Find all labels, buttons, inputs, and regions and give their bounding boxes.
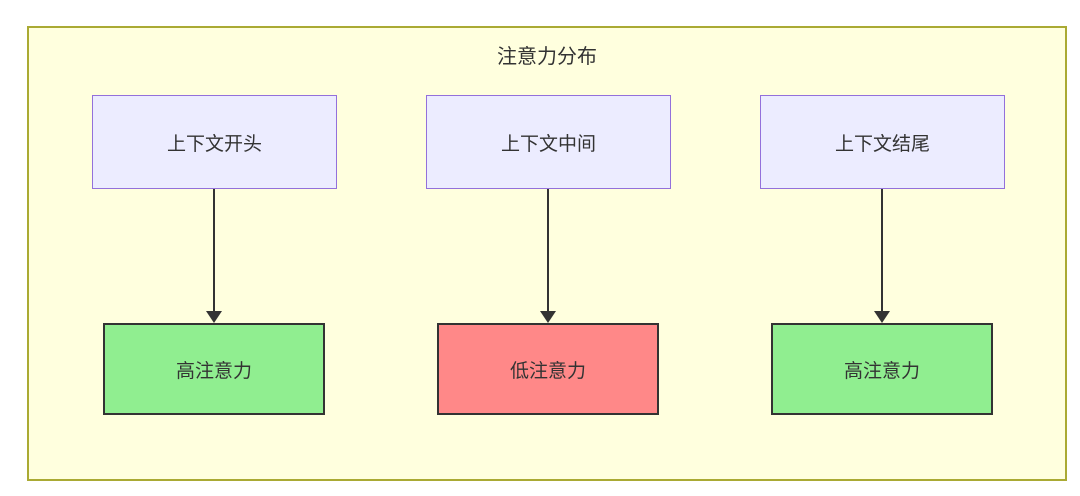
target-node-label: 高注意力 <box>175 360 252 382</box>
source-node-context-end: 上下文结尾 <box>760 95 1005 189</box>
source-node-context-middle: 上下文中间 <box>426 95 671 189</box>
source-node-context-start: 上下文开头 <box>92 95 337 189</box>
target-node-high-attention-right: 高注意力 <box>771 323 993 415</box>
arrow-down-icon <box>874 189 890 323</box>
target-node-label: 低注意力 <box>509 360 586 382</box>
arrow-down-icon <box>540 189 556 323</box>
diagram-title: 注意力分布 <box>497 46 597 68</box>
source-node-label: 上下文结尾 <box>834 133 930 155</box>
target-node-high-attention-left: 高注意力 <box>103 323 325 415</box>
target-node-label: 高注意力 <box>843 360 920 382</box>
attention-distribution-group: 注意力分布 上下文开头 高注意力 上下文中间 低注意力 上下文结尾 高注意力 <box>27 26 1067 481</box>
target-node-low-attention-middle: 低注意力 <box>437 323 659 415</box>
source-node-label: 上下文中间 <box>500 133 596 155</box>
source-node-label: 上下文开头 <box>166 133 262 155</box>
arrow-down-icon <box>206 189 222 323</box>
